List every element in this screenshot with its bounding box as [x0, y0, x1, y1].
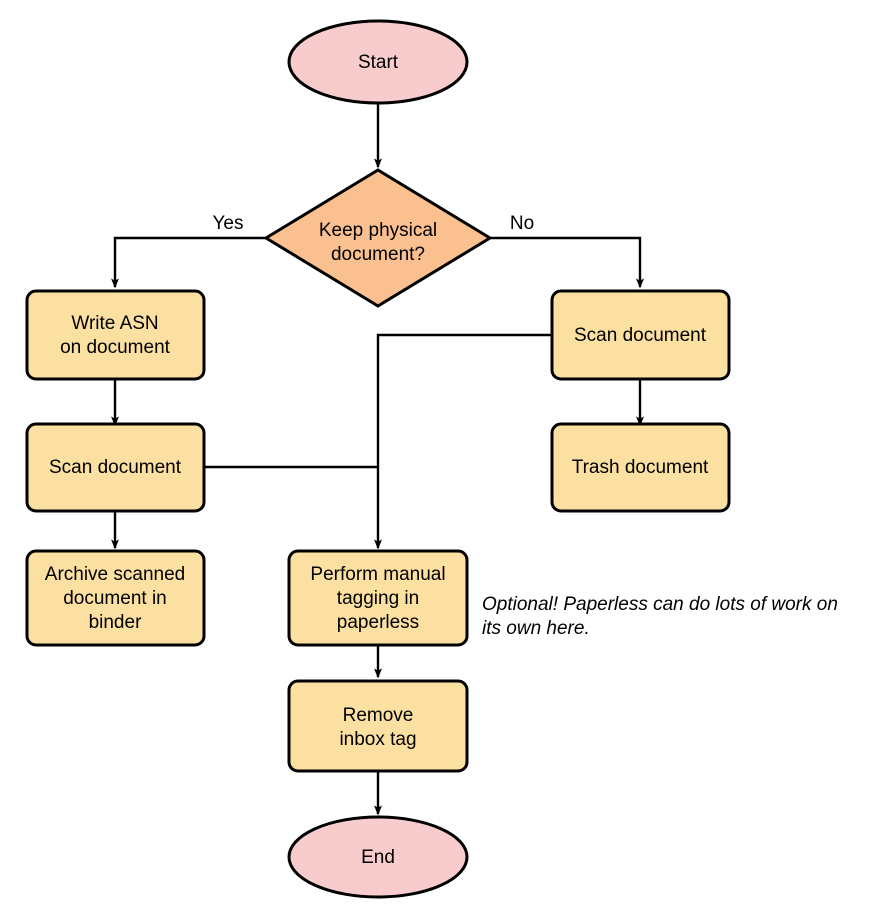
decision-label-line1: Keep physical	[319, 220, 437, 241]
node-scan-document-right[interactable]: Scan document	[550, 289, 731, 381]
edge-scan-right-to-tagging	[374, 333, 552, 550]
remove-inbox-label-line2: inbox tag	[339, 729, 416, 750]
node-scan-document-left[interactable]: Scan document	[25, 422, 206, 513]
scan-right-shape	[550, 289, 731, 381]
tagging-label-line3: paperless	[337, 612, 419, 633]
trash-shape	[550, 422, 731, 513]
decision-label-line2: document?	[331, 244, 425, 265]
annotation-optional-paperless: Optional! Paperless can do lots of work …	[482, 594, 838, 639]
tagging-label-line2: tagging in	[337, 588, 419, 609]
node-perform-manual-tagging[interactable]: Perform manual tagging in paperless	[287, 549, 469, 647]
archive-shape	[25, 549, 206, 647]
write-asn-shape	[25, 289, 206, 381]
annotation-line1: Optional! Paperless can do lots of work …	[482, 594, 838, 615]
edge-labels-layer: Yes No	[213, 213, 535, 234]
write-asn-label-line1: Write ASN	[71, 313, 158, 334]
edge-decision-yes-to-write-asn	[111, 236, 265, 289]
node-decision-keep-physical-document[interactable]: Keep physical document?	[263, 168, 493, 308]
archive-label-line1: Archive scanned	[45, 564, 185, 585]
tagging-shape	[287, 549, 469, 647]
decision-shape	[263, 168, 493, 308]
node-end[interactable]: End	[287, 815, 469, 899]
trash-label: Trash document	[572, 457, 709, 478]
edge-label-no: No	[510, 213, 534, 234]
annotation-line2: its own here.	[482, 618, 590, 639]
node-trash-document[interactable]: Trash document	[550, 422, 731, 513]
end-label: End	[361, 847, 395, 868]
archive-label-line3: binder	[89, 612, 142, 633]
node-start[interactable]: Start	[287, 19, 469, 105]
start-shape	[287, 19, 469, 105]
archive-label-line2: document in	[63, 588, 167, 609]
edges-layer	[111, 103, 644, 816]
scan-left-label: Scan document	[49, 457, 182, 478]
write-asn-label-line2: on document	[60, 337, 171, 358]
node-remove-inbox-tag[interactable]: Remove inbox tag	[287, 679, 469, 773]
scan-right-label: Scan document	[574, 325, 707, 346]
remove-inbox-label-line1: Remove	[343, 705, 414, 726]
end-shape	[287, 815, 469, 899]
edge-label-yes: Yes	[213, 213, 244, 234]
tagging-label-line1: Perform manual	[310, 564, 445, 585]
node-write-asn-on-document[interactable]: Write ASN on document	[25, 289, 206, 381]
scan-left-shape	[25, 422, 206, 513]
node-archive-scanned-document[interactable]: Archive scanned document in binder	[25, 549, 206, 647]
edge-decision-no-to-scan-right	[491, 236, 644, 289]
remove-inbox-shape	[287, 679, 469, 773]
start-label: Start	[358, 52, 399, 73]
